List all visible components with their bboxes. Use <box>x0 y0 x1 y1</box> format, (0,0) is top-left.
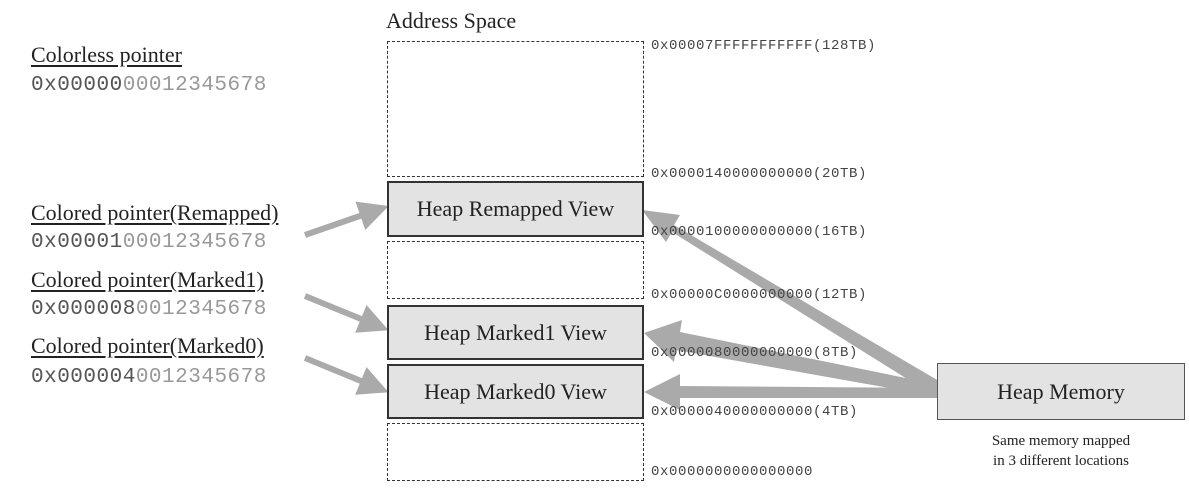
marked1-pointer-label: Colored pointer(Marked1) <box>31 267 264 292</box>
pointer-value-color-bit: 4 <box>122 366 136 389</box>
pointer-value-suffix: 00012345678 <box>122 231 267 254</box>
pointer-value-prefix: 0x00001 <box>31 231 123 254</box>
pointer-value-suffix: 0012345678 <box>135 298 267 321</box>
unused-region-middle <box>387 241 644 299</box>
address-0: 0x0000000000000000 <box>651 464 814 480</box>
arrow-remapped-pointer <box>304 201 389 238</box>
pointer-value-color-bit: 8 <box>122 298 136 321</box>
address-4tb: 0x0000040000000000(4TB) <box>651 404 859 420</box>
pointer-value-suffix: 0012345678 <box>135 366 267 389</box>
address-20tb: 0x0000140000000000(20TB) <box>651 166 868 182</box>
remapped-pointer-value: 0x0000100012345678 <box>31 231 267 254</box>
marked0-pointer-value: 0x0000040012345678 <box>31 366 267 389</box>
arrow-heap-to-remapped <box>642 210 944 392</box>
unused-region-bottom <box>387 423 644 481</box>
address-128tb: 0x00007FFFFFFFFFFF(128TB) <box>651 38 877 54</box>
arrow-marked0-pointer <box>303 355 389 395</box>
remapped-pointer-label: Colored pointer(Remapped) <box>31 200 279 225</box>
heap-memory-note-line2: in 3 different locations <box>993 453 1129 469</box>
heap-marked0-view: Heap Marked0 View <box>387 364 644 419</box>
marked1-pointer-value: 0x0000080012345678 <box>31 298 267 321</box>
unused-region-top <box>387 41 644 177</box>
address-space-title: Address Space <box>386 8 517 33</box>
pointer-value-suffix: 00012345678 <box>122 74 267 97</box>
marked0-pointer-label: Colored pointer(Marked0) <box>31 333 264 358</box>
arrow-heap-to-marked0 <box>644 374 940 410</box>
address-16tb: 0x0000100000000000(16TB) <box>651 224 868 240</box>
arrow-heap-to-marked1 <box>644 320 940 396</box>
address-12tb: 0x00000C0000000000(12TB) <box>651 287 868 303</box>
pointer-value-prefix: 0x00000 <box>31 298 123 321</box>
heap-memory-box: Heap Memory <box>937 363 1185 420</box>
heap-marked1-view: Heap Marked1 View <box>387 305 644 360</box>
address-8tb: 0x0000080000000000(8TB) <box>651 345 859 361</box>
pointer-value-prefix: 0x00000 <box>31 74 123 97</box>
colorless-pointer-label: Colorless pointer <box>31 42 182 67</box>
pointer-value-prefix: 0x00000 <box>31 366 123 389</box>
heap-memory-note: Same memory mapped in 3 different locati… <box>961 431 1161 471</box>
heap-remapped-view: Heap Remapped View <box>387 181 644 237</box>
heap-memory-note-line1: Same memory mapped <box>991 433 1131 449</box>
colorless-pointer-value: 0x0000000012345678 <box>31 74 267 97</box>
arrow-marked1-pointer <box>303 293 389 333</box>
